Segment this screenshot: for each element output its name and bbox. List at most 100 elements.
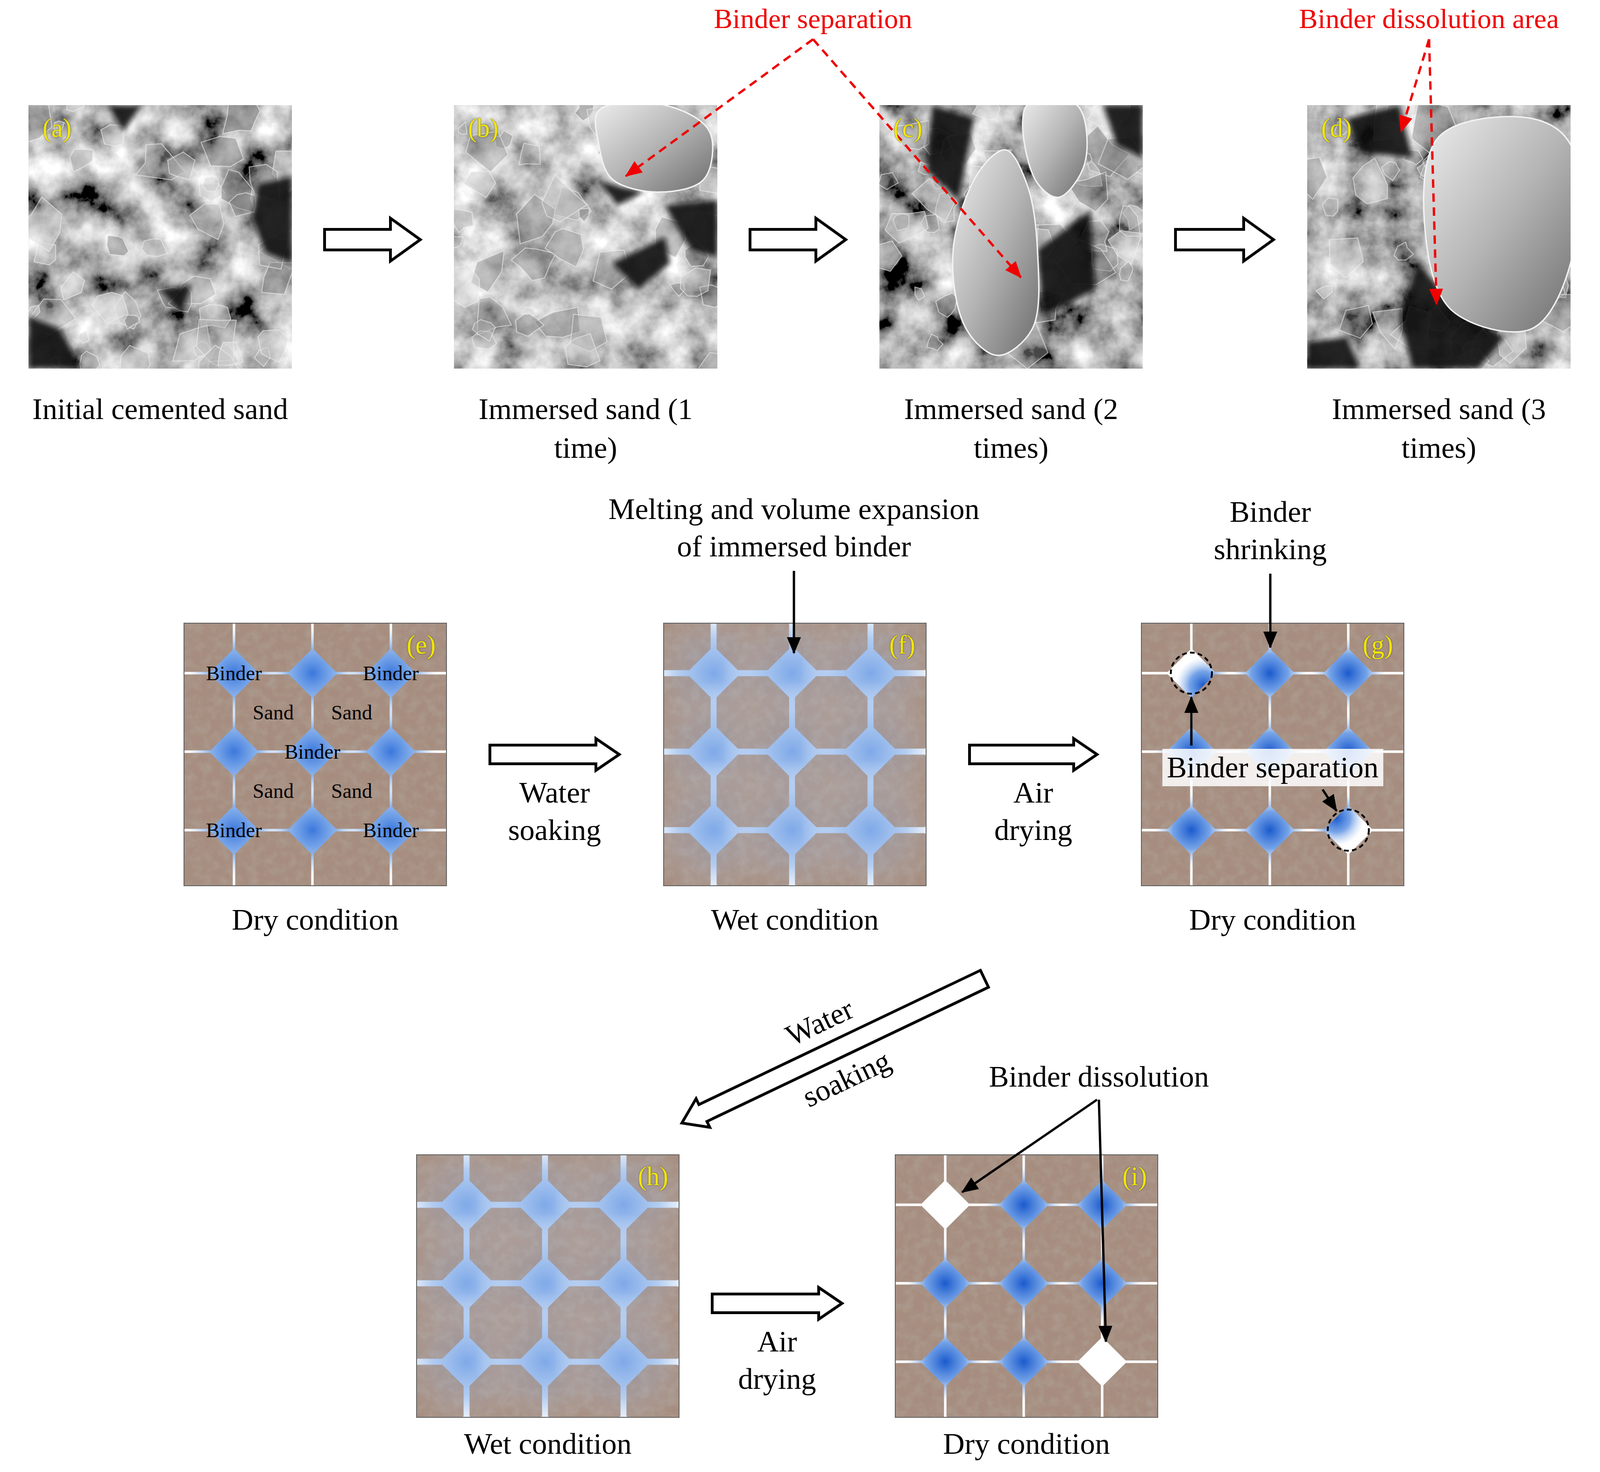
binder [416, 1153, 680, 1418]
flake [28, 196, 62, 252]
panel-image: (b) [453, 105, 718, 369]
pore [927, 105, 975, 200]
flake [77, 331, 89, 344]
flake [472, 319, 496, 341]
sand-grain [392, 674, 447, 751]
panel-letter: (d) [1307, 105, 1571, 144]
panel-letter: (a) [28, 105, 292, 144]
flake [453, 236, 464, 248]
sand-grain [1025, 1362, 1102, 1418]
component-label: Sand [331, 778, 373, 804]
sand-grain [1140, 674, 1190, 751]
sand-grain [313, 752, 390, 829]
panel-letter: (g) [1140, 622, 1405, 661]
flake [167, 151, 195, 180]
sand-grains [416, 1153, 680, 1418]
panel-letter: (h) [416, 1153, 680, 1192]
flake [879, 240, 902, 272]
figure-panel: (a)Initial cemented sand [28, 105, 292, 429]
component-label: Binder [362, 660, 419, 687]
binder [905, 1164, 1142, 1402]
pore [28, 315, 82, 369]
flake [453, 264, 480, 307]
panel-border [416, 1154, 680, 1417]
edge-label: Water soaking [498, 773, 611, 849]
component-label: Sand [331, 699, 373, 726]
callout-label: Binder separation [714, 1, 913, 37]
hollow-arrow [750, 218, 846, 262]
flake [698, 352, 718, 369]
sand-grain [946, 1205, 1023, 1282]
sand-grain [1423, 116, 1571, 332]
component-label: Binder [284, 738, 341, 765]
flake [1119, 261, 1133, 281]
sand-grain [894, 1362, 944, 1418]
sand-grain [183, 674, 233, 751]
edge-label: Water soaking [743, 963, 924, 1138]
sand-grain [392, 752, 447, 829]
sand-grain [1271, 622, 1348, 672]
panel-letter: (e) [183, 622, 447, 661]
flake [28, 304, 41, 319]
sem-micrograph [1307, 105, 1571, 369]
sem-micrograph [453, 105, 718, 369]
binder [663, 622, 927, 886]
flake [222, 105, 261, 134]
panel-caption: Immersed sand (1 time) [454, 389, 717, 468]
panel-caption: Initial cemented sand [15, 389, 305, 429]
sand-grain [1192, 831, 1269, 886]
sem-micrograph [28, 105, 292, 369]
flake [458, 121, 467, 135]
sand-grain [1192, 622, 1269, 672]
sand-grain [1025, 1284, 1102, 1361]
flake [453, 208, 474, 233]
edge-label: Air drying [977, 773, 1090, 849]
flake [66, 105, 85, 112]
flake [1394, 241, 1414, 260]
sand-grain [1025, 1205, 1102, 1282]
flake [1339, 305, 1373, 339]
hollow-arrow [969, 738, 1098, 771]
flake [201, 136, 244, 167]
flake [884, 211, 929, 243]
annotation: Binder separation [1162, 748, 1384, 786]
sand-grain [1349, 831, 1405, 886]
sand-grain [1140, 831, 1190, 886]
annotation: Melting and volume expansion of immersed… [599, 490, 990, 566]
flake [519, 143, 541, 165]
panel-caption: Dry condition [175, 899, 456, 939]
figure-panel: (h)Wet condition [416, 1153, 680, 1463]
flake [927, 333, 943, 351]
binder-flakes [879, 105, 1143, 369]
pore [1103, 105, 1143, 158]
panel-border [1141, 623, 1404, 886]
panel-border [895, 1154, 1158, 1417]
panel-caption: Wet condition [407, 1423, 688, 1463]
flake [141, 238, 168, 257]
flake [190, 204, 224, 240]
annotation: Binder shrinking [1186, 493, 1355, 568]
flake [935, 293, 957, 318]
callout-label: Binder dissolution area [1299, 1, 1560, 37]
annotation: Binder dissolution [984, 1057, 1214, 1096]
component-label: Binder [205, 660, 262, 687]
separation-circle [1327, 809, 1369, 851]
flake [879, 172, 899, 190]
flake [257, 329, 288, 362]
sand-grain [894, 1153, 944, 1204]
sem-ground [28, 105, 292, 369]
flake [463, 171, 496, 198]
pore [1037, 210, 1096, 317]
sand-grain [1140, 622, 1190, 672]
pore [664, 199, 718, 258]
panel-image: (a) [28, 105, 292, 369]
sand-grain [1022, 105, 1088, 198]
binder-blob [553, 1291, 680, 1418]
binder-flakes [453, 105, 718, 369]
sand-grains [894, 1153, 1159, 1418]
binder [416, 1153, 680, 1418]
flake [1316, 285, 1333, 299]
binder [663, 622, 927, 886]
sand-grain [946, 1284, 1023, 1361]
